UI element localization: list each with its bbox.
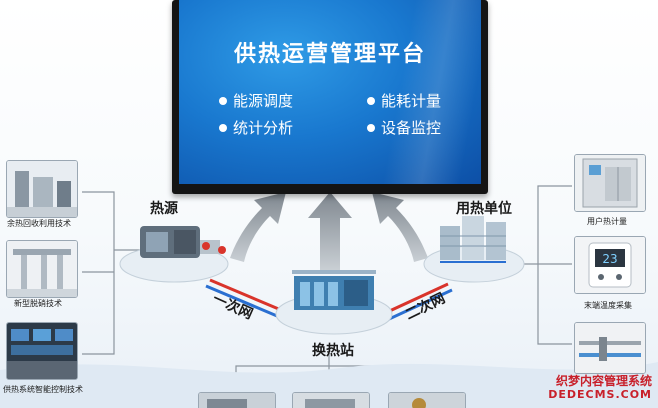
arrow-from-station: [308, 192, 352, 270]
right-panel-temperature: 23: [574, 236, 646, 294]
exchange-station-illustration: [275, 270, 393, 335]
left-panel-waste-heat: [6, 160, 78, 218]
heat-user-label: 用热单位: [456, 201, 512, 217]
ground-band: [0, 362, 658, 408]
left-panel-denitration: [6, 240, 78, 298]
control-room-photo: [7, 323, 77, 379]
bottom-panel-photo: [389, 393, 465, 408]
watermark-line-1: 织梦内容管理系统: [555, 374, 652, 388]
platform-screen: 供热运营管理平台 能源调度 能耗计量 统计分析 设备监控: [179, 0, 481, 184]
bottom-panel-photo: [199, 393, 275, 408]
bottom-panel: [292, 392, 370, 408]
right-panel-caption: 用户热计量: [587, 217, 627, 226]
bottom-panel-photo: [293, 393, 369, 408]
left-panel-smart-control: [6, 322, 78, 380]
bullet-icon: [367, 123, 375, 132]
feature-item: 能耗计量: [367, 90, 441, 111]
pipework-photo: [575, 323, 645, 373]
arrow-from-heat-source: [230, 192, 286, 262]
denitration-photo: [7, 241, 77, 297]
right-panel-pipes: [574, 322, 646, 374]
exchange-station-label: 换热站: [312, 343, 354, 359]
feature-item: 统计分析: [219, 117, 293, 138]
feature-item: 能源调度: [219, 90, 293, 111]
arrow-from-heat-user: [372, 192, 428, 262]
bullet-icon: [219, 96, 227, 105]
bottom-panel: [388, 392, 466, 408]
left-panel-caption: 余热回收利用技术: [7, 219, 71, 228]
right-connector-line: [510, 185, 572, 345]
left-panel-caption: 供热系统智能控制技术: [3, 385, 83, 394]
platform-title: 供热运营管理平台: [233, 42, 426, 67]
feature-item: 设备监控: [367, 117, 441, 138]
platform-monitor: 供热运营管理平台 能源调度 能耗计量 统计分析 设备监控: [172, 0, 488, 194]
bullet-icon: [219, 123, 227, 132]
thermostat-reading: 23: [602, 252, 617, 266]
right-panel-caption: 末端温度采集: [584, 301, 632, 310]
right-panel-metering: [574, 154, 646, 212]
bottom-panel: [198, 392, 276, 408]
left-panel-caption: 新型脱硝技术: [14, 299, 62, 308]
thermostat-photo: 23: [575, 237, 645, 293]
waste-heat-photo: [7, 161, 77, 217]
metering-cabinet-photo: [575, 155, 645, 211]
left-connector-line: [82, 191, 142, 355]
heat-source-illustration: [119, 226, 229, 283]
heat-user-illustration: [423, 216, 525, 283]
bullet-icon: [367, 96, 375, 105]
watermark-line-2: DEDECMS.COM: [548, 388, 652, 401]
heat-source-label: 热源: [150, 201, 178, 217]
